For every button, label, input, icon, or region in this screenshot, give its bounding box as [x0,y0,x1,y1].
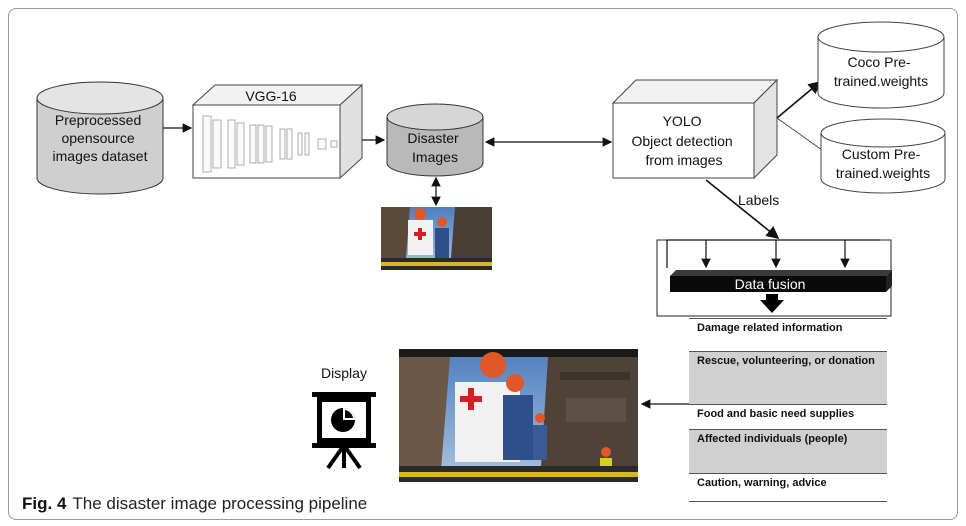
data-fusion-bar [670,276,886,292]
figure-caption-text: The disaster image processing pipeline [72,494,368,513]
arrow-yolo-to-fusion [705,179,780,240]
line-yolo-to-custom [776,117,823,151]
coco-weights-cylinder: Coco Pre- trained.weights [817,21,945,109]
yolo-label: YOLO Object detection from images [631,113,736,168]
display-label: Display [321,365,367,381]
category-item: Affected individuals (people) [689,429,887,473]
vgg16-box: VGG-16 [191,83,364,180]
data-fusion-label: Data fusion [735,276,806,292]
svg-text:.: . [405,351,406,357]
figure-caption: Fig. 4 The disaster image processing pipe… [22,494,367,514]
fusion-output-arrow [760,294,784,313]
disaster-images-cylinder: Disaster Images [386,103,484,177]
preprocessed-dataset-cylinder: Preprocessed opensource images dataset [36,81,164,195]
category-item: Rescue, volunteering, or donation [689,351,887,404]
preprocessed-label: Preprocessed opensource images dataset [53,112,148,164]
custom-weights-label: Custom Pre- trained.weights [836,146,930,181]
disaster-images-label: Disaster Images [407,130,462,165]
disaster-photo-large: . [399,349,638,482]
category-item: Damage related information [689,318,887,351]
vgg-architecture-thumbnail [202,115,338,173]
category-item: Food and basic need supplies [689,404,887,429]
category-item: Caution, warning, advice [689,473,887,502]
category-list: Damage related information Rescue, volun… [689,318,887,502]
figure-frame [8,8,958,520]
presentation-chart-icon [312,392,376,470]
labels-text: Labels [738,192,779,208]
yolo-box: YOLO Object detection from images [611,78,779,180]
disaster-photo-small [381,207,492,270]
custom-weights-cylinder: Custom Pre- trained.weights [820,118,946,194]
vgg16-label: VGG-16 [245,88,297,104]
data-fusion-block: Data fusion [656,239,892,317]
arrow-yolo-to-coco [776,80,822,119]
figure-label: Fig. 4 [22,494,67,513]
coco-weights-label: Coco Pre- trained.weights [834,54,928,89]
